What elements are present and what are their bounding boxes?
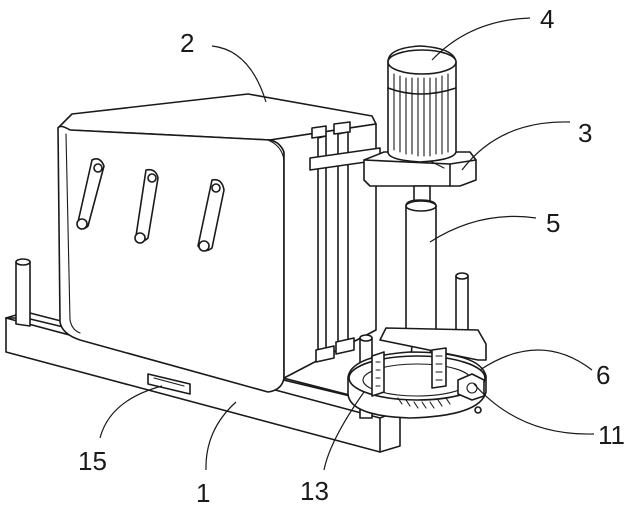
label-5: 5: [546, 208, 560, 238]
guide-rails: [311, 121, 355, 363]
label-2: 2: [180, 28, 194, 58]
label-1: 1: [196, 478, 210, 508]
mixing-tray: [347, 327, 487, 419]
label-6: 6: [596, 360, 610, 390]
label-13: 13: [300, 476, 329, 506]
label-3: 3: [578, 118, 592, 148]
label-4: 4: [540, 4, 554, 34]
adjustment-slots: [76, 158, 225, 252]
label-15: 15: [78, 446, 107, 476]
label-11: 11: [598, 420, 625, 450]
nameplate: [147, 373, 191, 395]
leader-lines: [99, 17, 595, 471]
left-post: [15, 258, 31, 327]
motor: [387, 45, 457, 163]
